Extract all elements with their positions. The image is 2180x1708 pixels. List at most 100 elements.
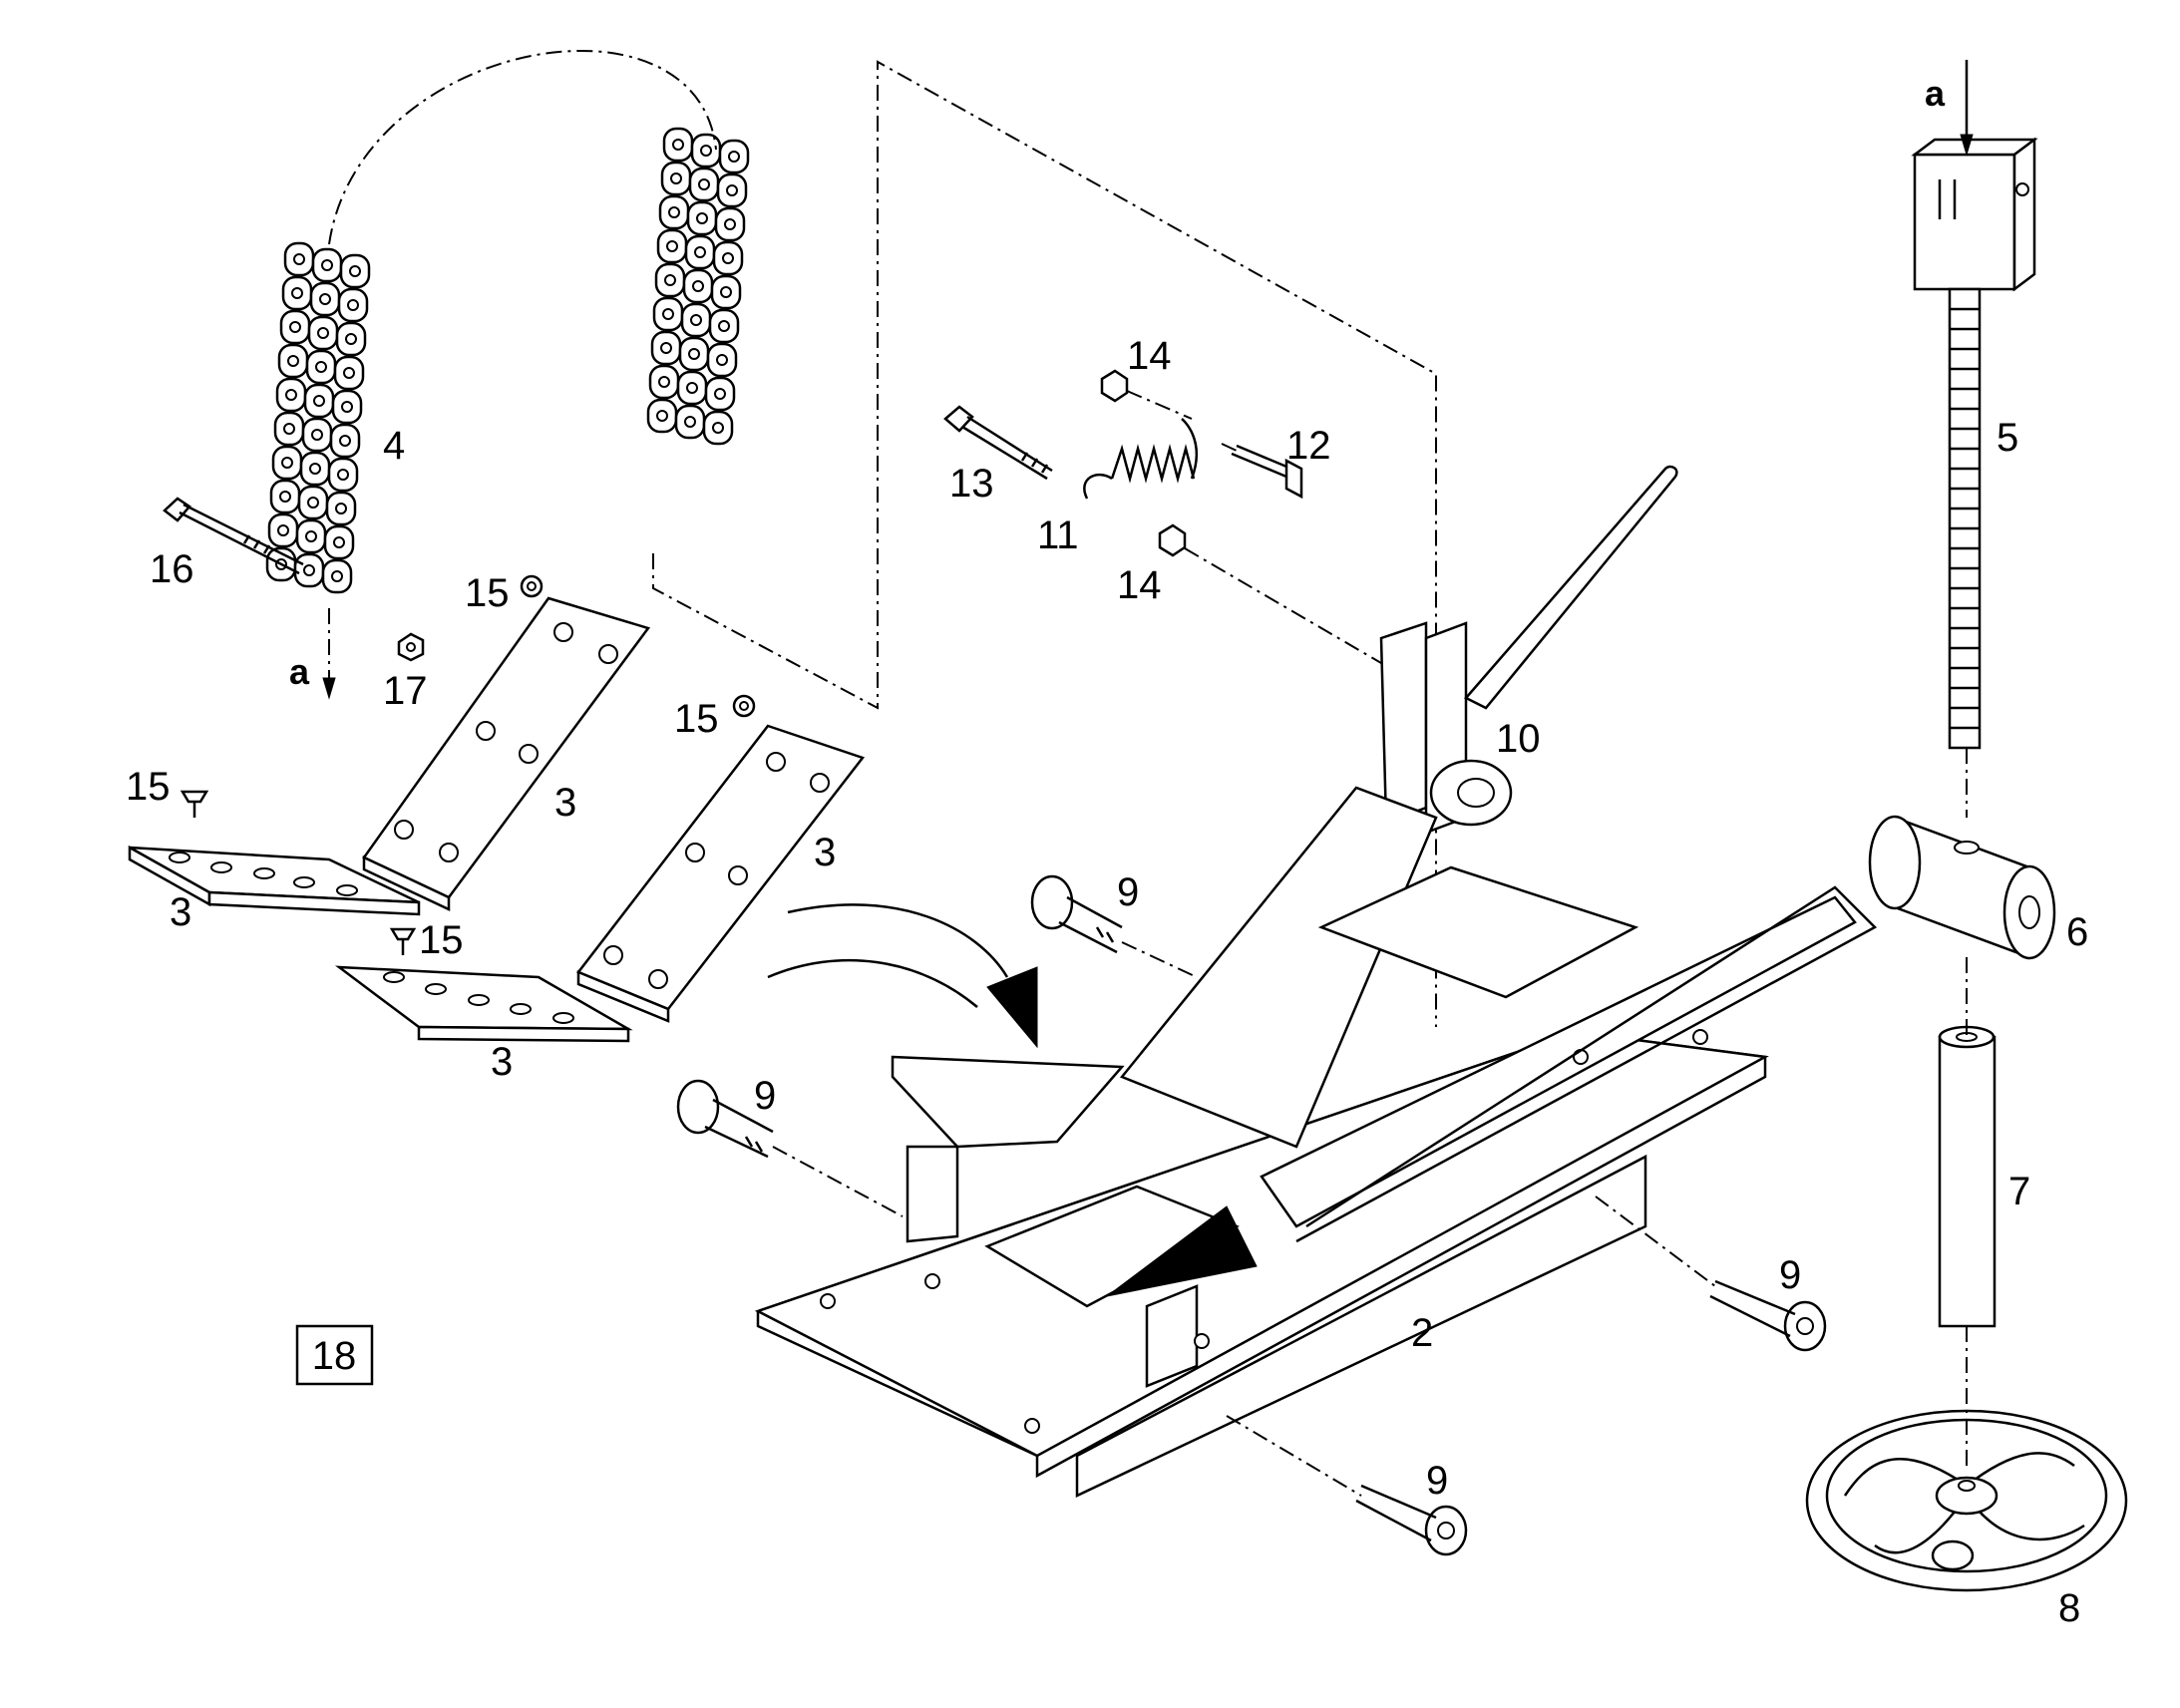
bolt-13 — [943, 405, 1053, 481]
chain-to-frame-dash — [652, 60, 1437, 1027]
chain-pin — [319, 293, 331, 305]
chain-pin — [337, 469, 349, 481]
label-part-12: 12 — [1286, 424, 1331, 468]
bolt-dash-3 — [1595, 1196, 1716, 1287]
chain-pin — [716, 354, 728, 366]
chain-pin — [315, 361, 327, 373]
chain-pin — [700, 145, 712, 157]
shoulder-bolt-9-a — [1030, 874, 1123, 954]
bolt-dash-4 — [1226, 1415, 1362, 1497]
chain-pin — [333, 536, 345, 548]
chain-pin — [309, 463, 321, 475]
label-part-9: 9 — [1117, 870, 1139, 914]
spring-dash-bottom — [1184, 547, 1382, 664]
wear-plate-3 — [128, 845, 421, 916]
chain-pin — [724, 218, 736, 230]
chain-pin — [728, 151, 740, 163]
label-part-11: 11 — [1037, 513, 1079, 557]
chain-pin — [688, 348, 700, 360]
label-part-2: 2 — [1411, 1311, 1433, 1355]
chain-pin — [726, 184, 738, 196]
roller-chain-right — [646, 127, 750, 446]
chain-pin — [696, 212, 708, 224]
roller-chain-left — [265, 241, 371, 594]
chain-pin — [694, 246, 706, 258]
chain-pin — [656, 410, 668, 422]
chain-pin — [343, 367, 355, 379]
nut-14-top — [1100, 369, 1129, 403]
label-marker-a: a — [1925, 73, 1946, 114]
chain-pin — [341, 401, 353, 413]
label-part-14: 14 — [1117, 563, 1162, 607]
arrow-a-right — [1960, 60, 1974, 157]
chain-pin — [672, 139, 684, 151]
wear-plate-4 — [334, 965, 633, 1043]
label-part-5: 5 — [1997, 416, 2018, 460]
chain-pin — [684, 416, 696, 428]
chain-pin — [670, 172, 682, 184]
label-part-15: 15 — [465, 571, 510, 615]
chain-pin — [321, 259, 333, 271]
chain-pin — [289, 321, 301, 333]
chain-pin — [307, 497, 319, 509]
chain-pin — [285, 389, 297, 401]
chain-pin — [686, 382, 698, 394]
chain-pin — [277, 524, 289, 536]
chain-pin — [317, 327, 329, 339]
label-part-9: 9 — [1779, 1253, 1801, 1297]
label-part-10: 10 — [1496, 717, 1541, 761]
chain-pin — [345, 333, 357, 345]
arrow-a-left — [322, 608, 336, 700]
chain-pin — [698, 178, 710, 190]
chain-pin — [335, 503, 347, 514]
label-part-3: 3 — [814, 831, 836, 874]
chain-pin — [660, 342, 672, 354]
bolt-dash-1 — [1121, 941, 1198, 978]
chain-pin — [287, 355, 299, 367]
label-part-14: 14 — [1127, 334, 1172, 378]
threaded-spindle-5 — [1911, 137, 2038, 750]
shoulder-bolt-9-b — [676, 1079, 774, 1159]
page-reference-number: 18 — [312, 1334, 357, 1378]
chain-pin — [303, 564, 315, 576]
chain-pin — [283, 423, 295, 435]
chain-pin — [305, 530, 317, 542]
label-part-6: 6 — [2066, 910, 2088, 954]
nut-14-bottom — [1158, 523, 1187, 557]
sleeve-7 — [1938, 1025, 1997, 1328]
label-part-13: 13 — [949, 462, 994, 506]
chain-pin — [281, 457, 293, 469]
shoulder-bolt-9-c — [1709, 1279, 1827, 1352]
chain-pin — [349, 265, 361, 277]
label-marker-a: a — [289, 651, 310, 692]
chain-pin — [279, 491, 291, 503]
chain-pin — [662, 308, 674, 320]
chain-pin — [720, 286, 732, 298]
spring-11 — [1083, 418, 1199, 500]
chain-pin — [291, 287, 303, 299]
chain-pin — [722, 252, 734, 264]
wear-plate-2 — [576, 724, 866, 1023]
bolt-16 — [163, 497, 304, 575]
chain-pin — [331, 570, 343, 582]
direction-arrow-2 — [1106, 885, 1878, 1297]
chain-pin — [718, 320, 730, 332]
chain-pin — [690, 314, 702, 326]
label-part-7: 7 — [2008, 1170, 2030, 1213]
spring-dash-top — [1126, 390, 1238, 452]
label-part-15: 15 — [126, 765, 171, 809]
lever-bracket-10 — [1379, 465, 1678, 835]
chain-pin — [339, 435, 351, 447]
label-part-15: 15 — [419, 918, 464, 962]
chain-pin — [347, 299, 359, 311]
screw-15-d — [389, 927, 417, 955]
chain-pin — [311, 429, 323, 441]
label-part-3: 3 — [170, 890, 191, 934]
label-part-4: 4 — [383, 424, 405, 468]
main-frame-2 — [754, 786, 1857, 1498]
direction-arrow-1 — [767, 903, 1038, 1049]
label-part-9: 9 — [1426, 1459, 1448, 1503]
label-part-17: 17 — [383, 669, 428, 713]
bolt-dash-2 — [772, 1146, 904, 1217]
handwheel-8 — [1805, 1409, 2128, 1592]
